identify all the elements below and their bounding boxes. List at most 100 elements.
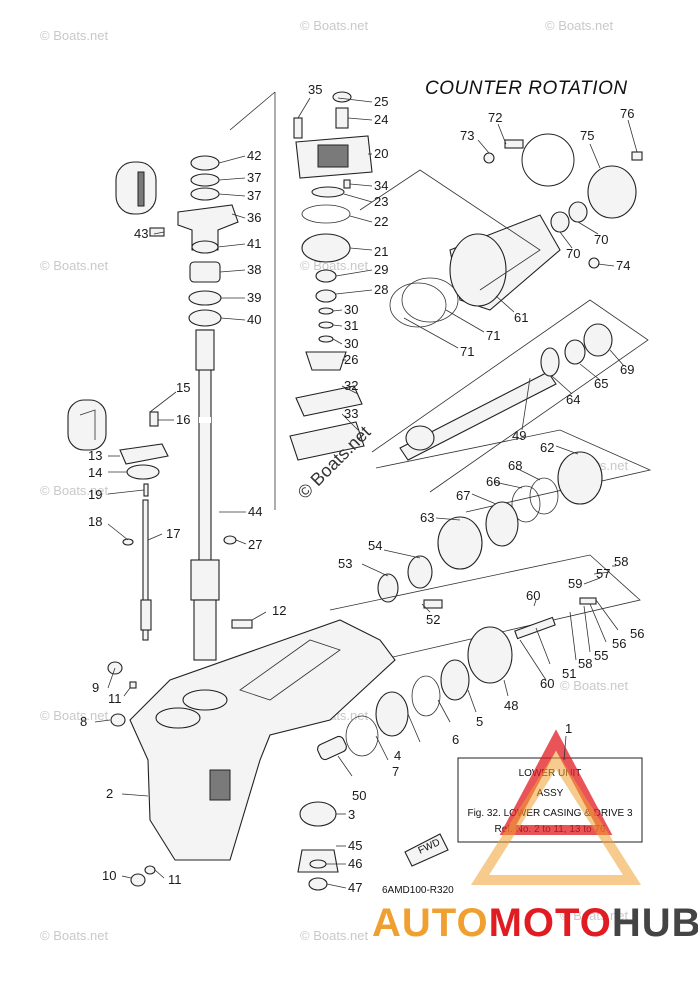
brand-logo-part-a: AUTO [372, 901, 489, 945]
callout-71b: 71 [460, 344, 474, 359]
inset-37-rings [137, 171, 145, 207]
callout-58a: 58 [578, 656, 592, 671]
bearing-3 [299, 801, 337, 827]
callout-14: 14 [88, 465, 102, 480]
callout-46: 46 [348, 856, 362, 871]
tube-24 [335, 107, 349, 129]
drive-shaft-pinion-end [193, 599, 217, 661]
lower-casing-2 [129, 619, 396, 861]
pin-34 [343, 179, 351, 189]
inset-15-bubble [67, 399, 107, 451]
drive-shaft-lower [190, 559, 220, 601]
callout-58b: 58 [614, 554, 628, 569]
callout-37a: 37 [247, 170, 261, 185]
ref-line-2: ASSY [537, 788, 564, 799]
callout-56a: 56 [612, 636, 626, 651]
bearing-38 [189, 261, 221, 283]
drive-shaft-spline [195, 329, 215, 371]
plate-32 [295, 385, 363, 417]
callout-62: 62 [540, 440, 554, 455]
callout-65: 65 [594, 376, 608, 391]
watermark-text: © Boats.net [40, 928, 109, 943]
seal-41 [191, 240, 219, 254]
brand-logo-triangle-inner [470, 750, 642, 885]
brand-logo-triangle-outer [499, 729, 613, 835]
callout-41: 41 [247, 236, 261, 251]
callout-21: 21 [374, 244, 388, 259]
plunger-51 [514, 616, 556, 640]
bearing-62 [557, 451, 603, 505]
forward-gear-63 [437, 516, 483, 570]
impeller-26 [305, 351, 347, 371]
bracket-line [329, 554, 641, 661]
shift-rod-end [140, 599, 152, 631]
callout-23: 23 [374, 194, 388, 209]
callout-61: 61 [514, 310, 528, 325]
oring-37a [190, 173, 220, 187]
bearing-4 [375, 691, 409, 737]
bearing-5 [440, 659, 470, 701]
prop-shaft-group [329, 299, 652, 757]
callout-29: 29 [374, 262, 388, 277]
seal-42 [190, 155, 220, 171]
callout-labels: 1 2 3 4 5 6 7 8 9 10 11 11 12 13 14 15 1… [80, 82, 644, 895]
callout-4: 4 [394, 748, 401, 763]
callout-13: 13 [88, 448, 102, 463]
callout-30b: 30 [344, 336, 358, 351]
callout-60a: 60 [526, 588, 540, 603]
plate-12 [231, 619, 253, 629]
drive-shaft-group [67, 155, 239, 661]
grommet-25 [332, 91, 352, 103]
bracket-line [359, 169, 541, 291]
callout-36: 36 [247, 210, 261, 225]
callout-53: 53 [338, 556, 352, 571]
washer-11b [144, 865, 156, 875]
clip-7 [345, 715, 379, 757]
insert-cartridge-21 [301, 233, 351, 263]
oring-23 [311, 186, 345, 198]
callout-11b: 11 [168, 872, 182, 887]
washer-66 [511, 485, 541, 523]
watermark-text: © Boats.net [40, 483, 109, 498]
inset-15-clip [79, 409, 96, 440]
callout-68: 68 [508, 458, 522, 473]
callout-27: 27 [248, 537, 262, 552]
propeller-shaft-49 [399, 371, 557, 461]
callout-57: 57 [596, 566, 610, 581]
casing-deck [239, 639, 341, 701]
washer-46 [309, 859, 327, 869]
callout-66: 66 [486, 474, 500, 489]
callout-12: 12 [272, 603, 286, 618]
callout-72: 72 [488, 110, 502, 125]
oring-71b [401, 277, 459, 323]
shim-65 [564, 339, 586, 365]
callout-1: 1 [565, 721, 572, 736]
callout-32: 32 [344, 378, 358, 393]
callout-60b: 60 [540, 676, 554, 691]
callout-55: 55 [594, 648, 608, 663]
shim-68 [529, 477, 559, 515]
callout-39: 39 [247, 290, 261, 305]
callout-44: 44 [248, 504, 262, 519]
callout-73: 73 [460, 128, 474, 143]
bracket-line [229, 91, 276, 131]
washer-40 [188, 309, 222, 327]
nut-74 [588, 257, 600, 269]
inset-37-bubble [115, 161, 157, 215]
callout-17: 17 [166, 526, 180, 541]
callout-50: 50 [352, 788, 366, 803]
watermark-text: © Boats.net [40, 708, 109, 723]
brand-logo-text: AUTOMOTOHUB [372, 901, 698, 945]
callout-5: 5 [476, 714, 483, 729]
bearing-housing-36 [177, 204, 239, 251]
watermark-text: © Boats.net [545, 18, 614, 33]
seal-70a [550, 211, 570, 233]
pin-52 [423, 599, 443, 609]
lower-casing-group: FWD [107, 619, 449, 891]
brand-logo: AUTOMOTOHUB [372, 729, 698, 945]
callout-76: 76 [620, 106, 634, 121]
casing-opening [155, 707, 201, 729]
thrust-67 [485, 501, 519, 547]
watermark-text: © Boats.net [560, 908, 629, 923]
watermark-text: © Boats.net [560, 678, 629, 693]
